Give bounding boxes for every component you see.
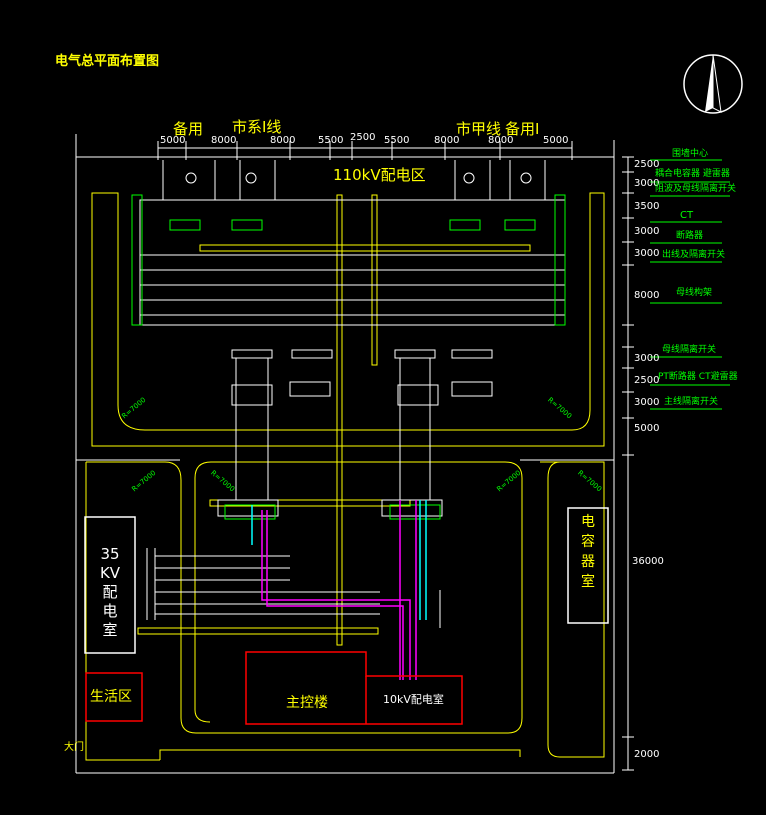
legend-bus-frame: 母线构架 xyxy=(676,288,713,298)
dim-right-6: 8000 xyxy=(634,290,660,301)
living-area-label: 生活区 xyxy=(90,689,132,705)
legend-breaker: 断路器 xyxy=(676,231,704,241)
room-capacitor: 电 容 器 室 xyxy=(568,512,608,592)
dim-top-2: 8000 xyxy=(211,135,237,146)
dim-top-5: 2500 xyxy=(350,132,376,143)
perimeter-wall xyxy=(75,134,615,774)
room-capacitor-line-2: 容 xyxy=(581,534,595,550)
room-35kv-line-3: 配 xyxy=(102,583,118,601)
room-capacitor-line-1: 电 xyxy=(581,514,595,530)
dim-right-7: 3000 xyxy=(634,353,660,364)
room-35kv-line-4: 电 xyxy=(102,602,118,620)
dim-right-2: 3000 xyxy=(634,178,660,189)
dim-top-1: 5000 xyxy=(160,135,186,146)
zone-110kv-label: 110kV配电区 xyxy=(333,166,426,184)
gate-label: 大门 xyxy=(64,742,84,753)
dim-right-1: 2500 xyxy=(634,159,660,170)
dim-top-4: 5500 xyxy=(318,135,344,146)
site-roads xyxy=(85,192,605,761)
dim-right-9: 3000 xyxy=(634,397,660,408)
legend-wall-center: 围墙中心 xyxy=(672,149,709,159)
north-arrow-icon xyxy=(683,54,743,114)
label-municipal-line-1: 市系Ⅰ线 xyxy=(232,118,282,136)
dim-right-11: 36000 xyxy=(632,556,664,567)
room-10kv-label: 10kV配电室 xyxy=(383,693,444,706)
legend-ct: CT xyxy=(680,210,694,221)
legend-bus-isolator: 母线隔离开关 xyxy=(662,345,717,355)
rooms xyxy=(84,507,609,725)
green-equipment xyxy=(131,194,566,520)
dim-top-7: 8000 xyxy=(434,135,460,146)
room-capacitor-line-4: 室 xyxy=(581,574,595,590)
dim-right-3: 3500 xyxy=(634,201,660,212)
legend-leaders xyxy=(650,159,730,410)
legend-main-isolator: 主线隔离开关 xyxy=(664,397,719,407)
dim-top-8: 8000 xyxy=(488,135,514,146)
legend-coupling-capacitor: 耦合电容器 避雷器 xyxy=(655,169,730,179)
room-35kv-line-2: KV xyxy=(99,564,121,582)
dim-right-4: 3000 xyxy=(634,226,660,237)
dim-right-5: 3000 xyxy=(634,248,660,259)
label-municipal-line-2: 市甲线 xyxy=(456,120,502,138)
legend-outgoing-isolator: 出线及隔离开关 xyxy=(662,250,726,260)
room-35kv: 35 KV 配 电 室 xyxy=(85,545,135,640)
dim-top-6: 5500 xyxy=(384,135,410,146)
35kv-bus xyxy=(146,548,441,628)
legend-pt-breaker: PT断路器 CT避雷器 xyxy=(658,372,738,382)
road-hatch xyxy=(137,194,531,646)
main-control-label: 主控楼 xyxy=(286,695,328,711)
legend-wave-trap: 阻波及母线隔离开关 xyxy=(655,184,737,194)
room-capacitor-line-3: 器 xyxy=(581,554,595,570)
right-dimension-line xyxy=(622,156,634,771)
cable-trench xyxy=(251,500,427,680)
room-35kv-line-5: 室 xyxy=(102,621,118,639)
room-35kv-line-1: 35 xyxy=(100,545,120,563)
dim-right-8: 2500 xyxy=(634,375,660,386)
dim-right-12: 2000 xyxy=(634,749,660,760)
dim-top-9: 5000 xyxy=(543,135,569,146)
drawing-title: 电气总平面布置图 xyxy=(55,54,160,69)
dim-right-10: 5000 xyxy=(634,423,660,434)
switchyard-equipment xyxy=(139,160,566,517)
label-spare-right: 备用Ⅰ xyxy=(505,120,540,138)
label-spare-left: 备用 xyxy=(173,120,204,138)
dim-top-3: 8000 xyxy=(270,135,296,146)
